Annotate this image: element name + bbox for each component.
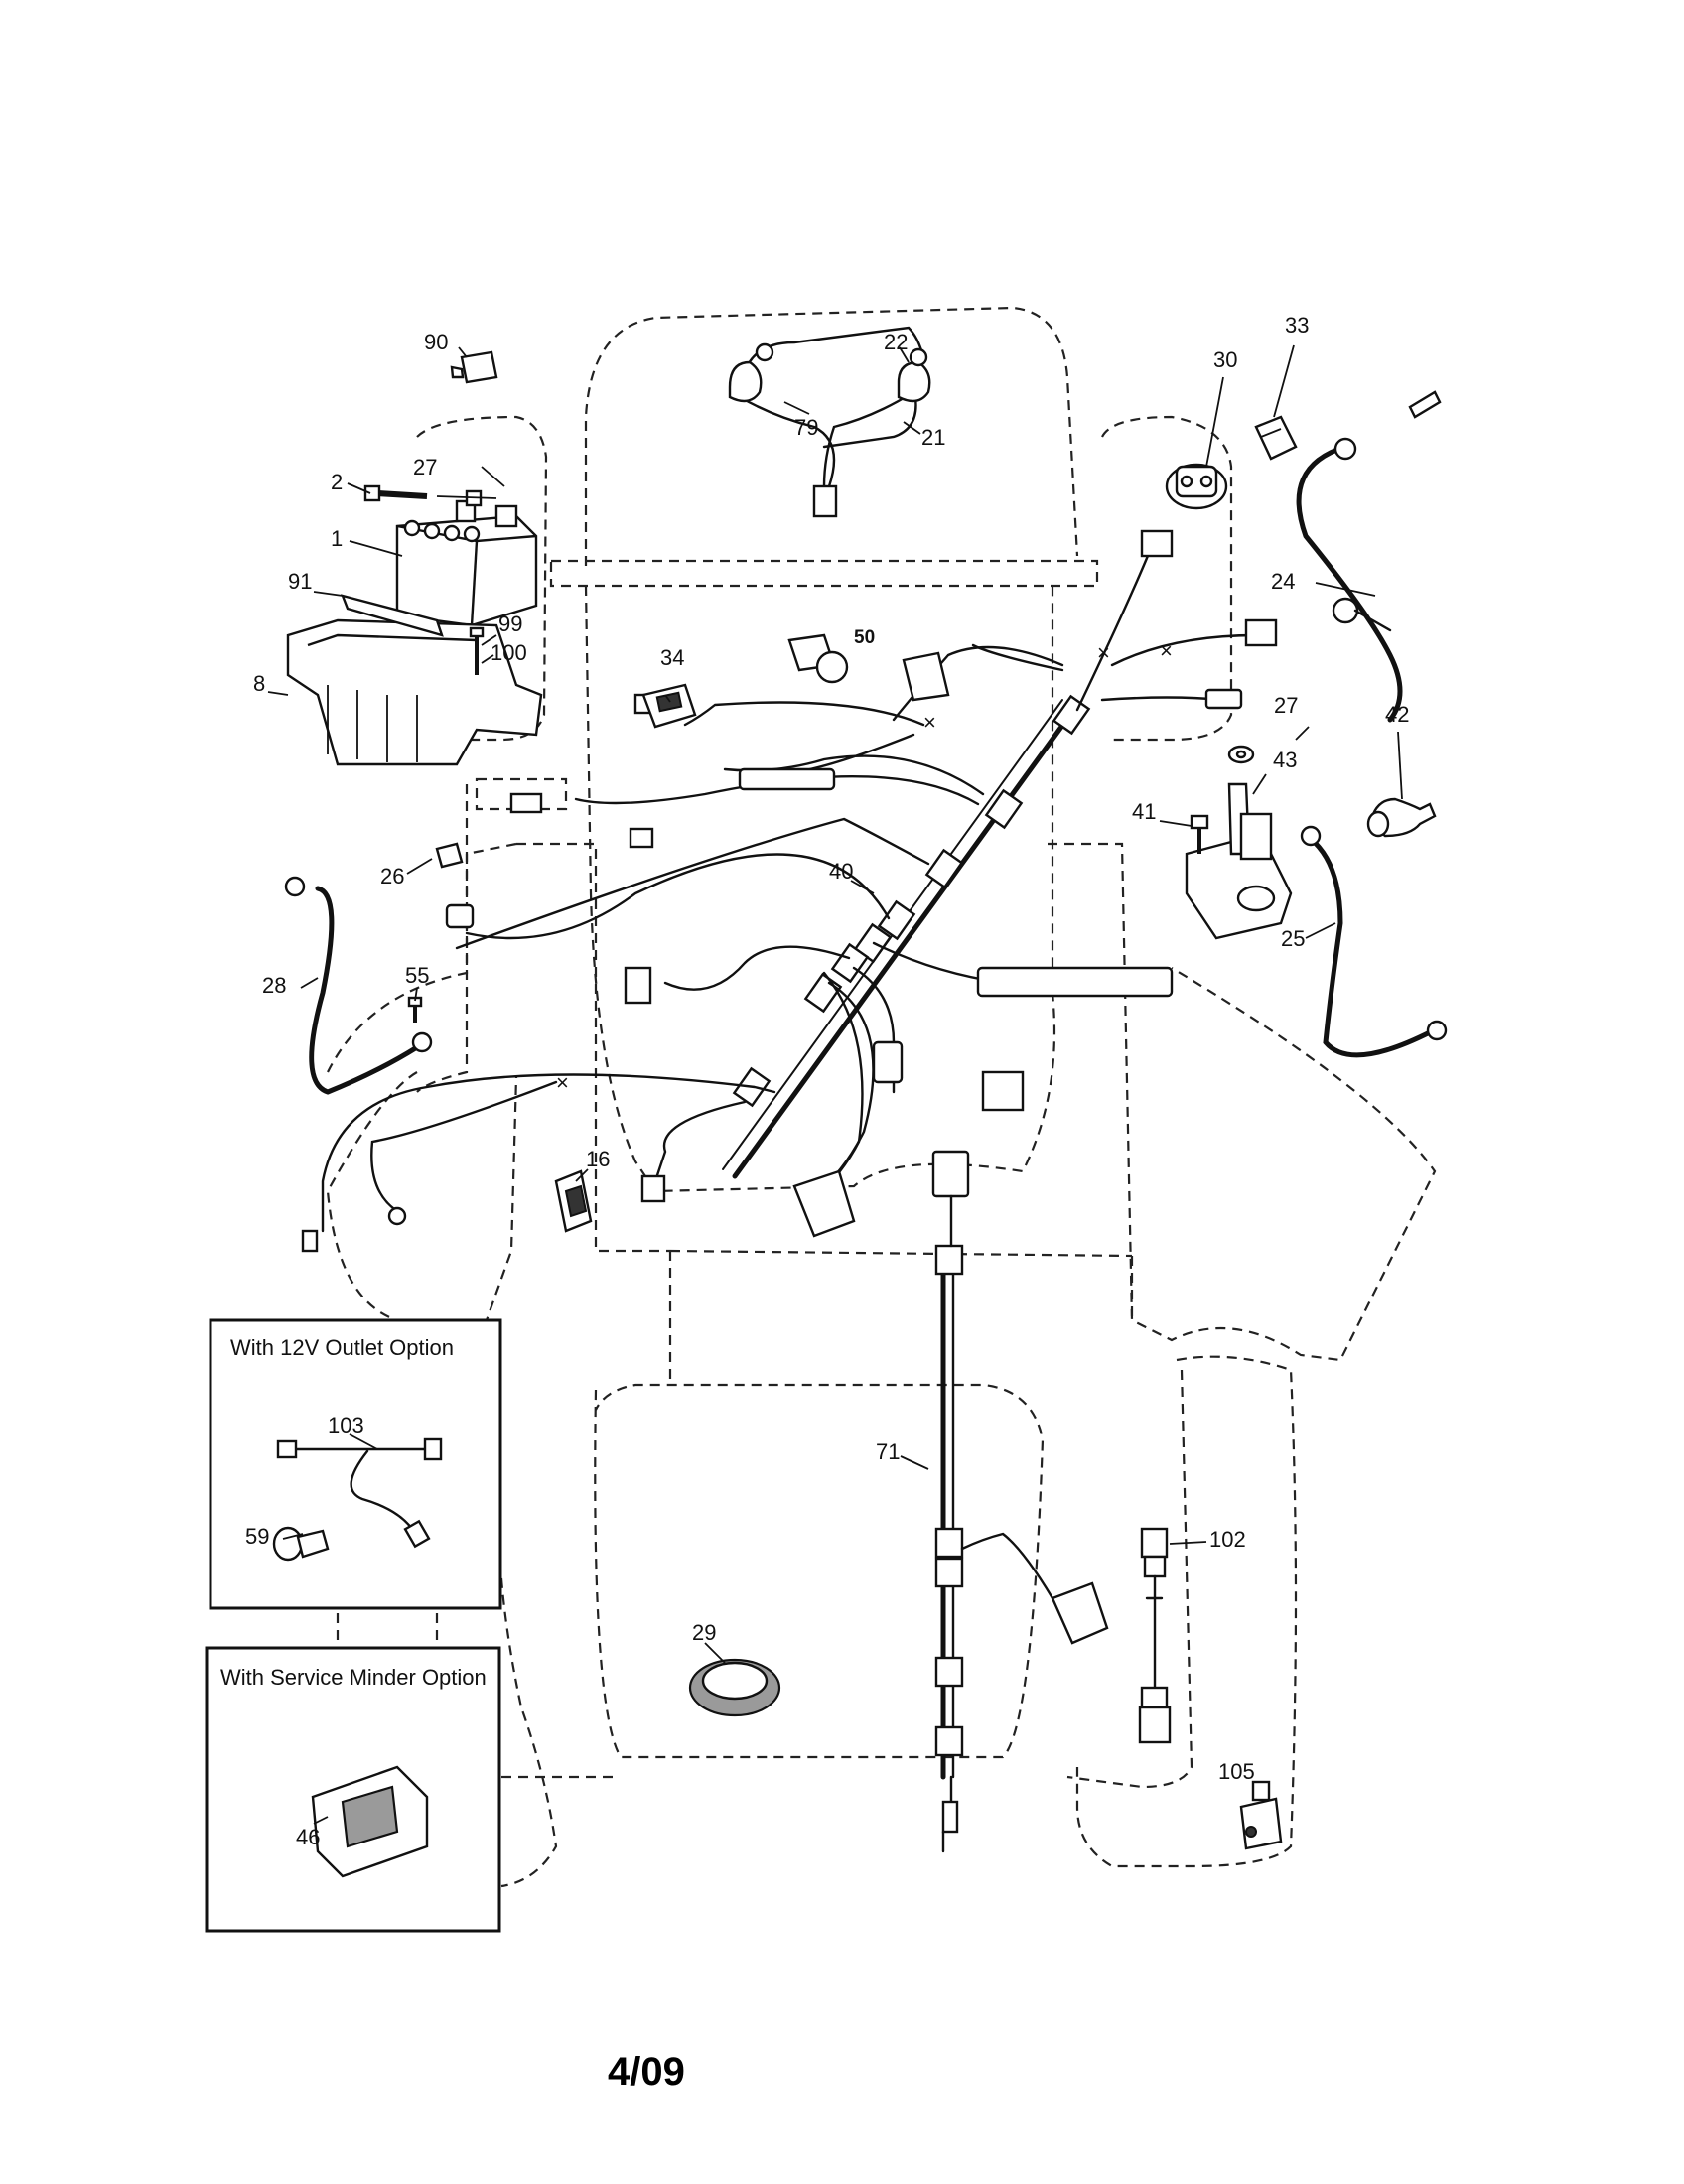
screw-99: [469, 626, 485, 675]
cable-28: [284, 876, 433, 1095]
screw-55: [407, 996, 423, 1023]
callout-43: 43: [1273, 748, 1297, 772]
nut-27-top: [436, 489, 497, 507]
callout-numbers: 90 22 33 30 27 79 21 2 1 91 24 99 50 100…: [245, 313, 1409, 1849]
svg-text:×: ×: [923, 710, 936, 735]
callout-29: 29: [692, 1620, 716, 1645]
outlet-option-box: With 12V Outlet Option: [209, 1318, 502, 1610]
callout-1: 1: [331, 526, 343, 551]
washer-27-right: [1227, 745, 1255, 764]
cable-25: [1300, 825, 1448, 1058]
harness-102: [1138, 1527, 1172, 1744]
callout-25: 25: [1281, 926, 1305, 951]
callout-71: 71: [876, 1439, 900, 1464]
switch-34: [641, 683, 697, 729]
callout-103: 103: [328, 1413, 364, 1437]
solenoid-43: [1185, 782, 1293, 940]
callout-90: 90: [424, 330, 448, 354]
svg-text:×: ×: [556, 1070, 569, 1095]
callout-99: 99: [498, 612, 522, 636]
relay-16: [554, 1169, 593, 1233]
callout-24: 24: [1271, 569, 1295, 594]
callout-21: 21: [921, 425, 945, 450]
callout-27-right: 27: [1274, 693, 1298, 718]
ignition-switch: [1165, 463, 1228, 510]
battery: [395, 499, 538, 627]
horn-29: [688, 1658, 781, 1717]
callout-26: 26: [380, 864, 404, 888]
boot-42: [1366, 797, 1437, 838]
fuse-26: [435, 842, 464, 869]
cable-24: [1296, 390, 1442, 723]
callout-40: 40: [829, 859, 853, 884]
harness-71: [931, 1150, 1109, 1853]
leader-lines: [267, 344, 1403, 1825]
bolt-2: [363, 484, 428, 502]
callout-91: 91: [288, 569, 312, 594]
callout-105: 105: [1218, 1759, 1255, 1784]
callout-42: 42: [1385, 702, 1409, 727]
callout-59: 59: [245, 1524, 269, 1549]
callout-30: 30: [1213, 347, 1237, 372]
harness-103: [276, 1437, 443, 1549]
service-minder-option-box: With Service Minder Option: [205, 1646, 501, 1933]
screw-41: [1190, 814, 1209, 854]
callout-16: 16: [586, 1147, 610, 1171]
callout-100: 100: [491, 640, 527, 665]
callout-8: 8: [253, 671, 265, 696]
service-minder-option-title: With Service Minder Option: [220, 1665, 487, 1690]
hold-down-strap: [341, 594, 444, 637]
module-105: [1239, 1780, 1283, 1850]
service-minder-46: [311, 1765, 429, 1878]
callout-2: 2: [331, 470, 343, 494]
key-33: [1254, 415, 1298, 461]
switch-50: [787, 633, 950, 702]
callout-28: 28: [262, 973, 286, 998]
callout-41: 41: [1132, 799, 1156, 824]
headlight-harness: [728, 326, 931, 518]
svg-text:×: ×: [1097, 640, 1110, 665]
callout-55: 55: [405, 963, 429, 988]
main-harness: × × × ×: [301, 529, 1278, 1253]
date-code: 4/09: [608, 2050, 685, 2094]
callout-79: 79: [794, 415, 818, 440]
callout-50: 50: [854, 627, 875, 648]
callout-27-top: 27: [413, 455, 437, 479]
cap-90: [450, 350, 498, 384]
callout-102: 102: [1209, 1527, 1246, 1552]
callout-22: 22: [884, 330, 908, 354]
svg-text:×: ×: [1160, 638, 1173, 663]
outlet-option-title: With 12V Outlet Option: [230, 1335, 454, 1360]
callout-46: 46: [296, 1825, 320, 1849]
callout-34: 34: [660, 645, 684, 670]
callout-33: 33: [1285, 313, 1309, 338]
